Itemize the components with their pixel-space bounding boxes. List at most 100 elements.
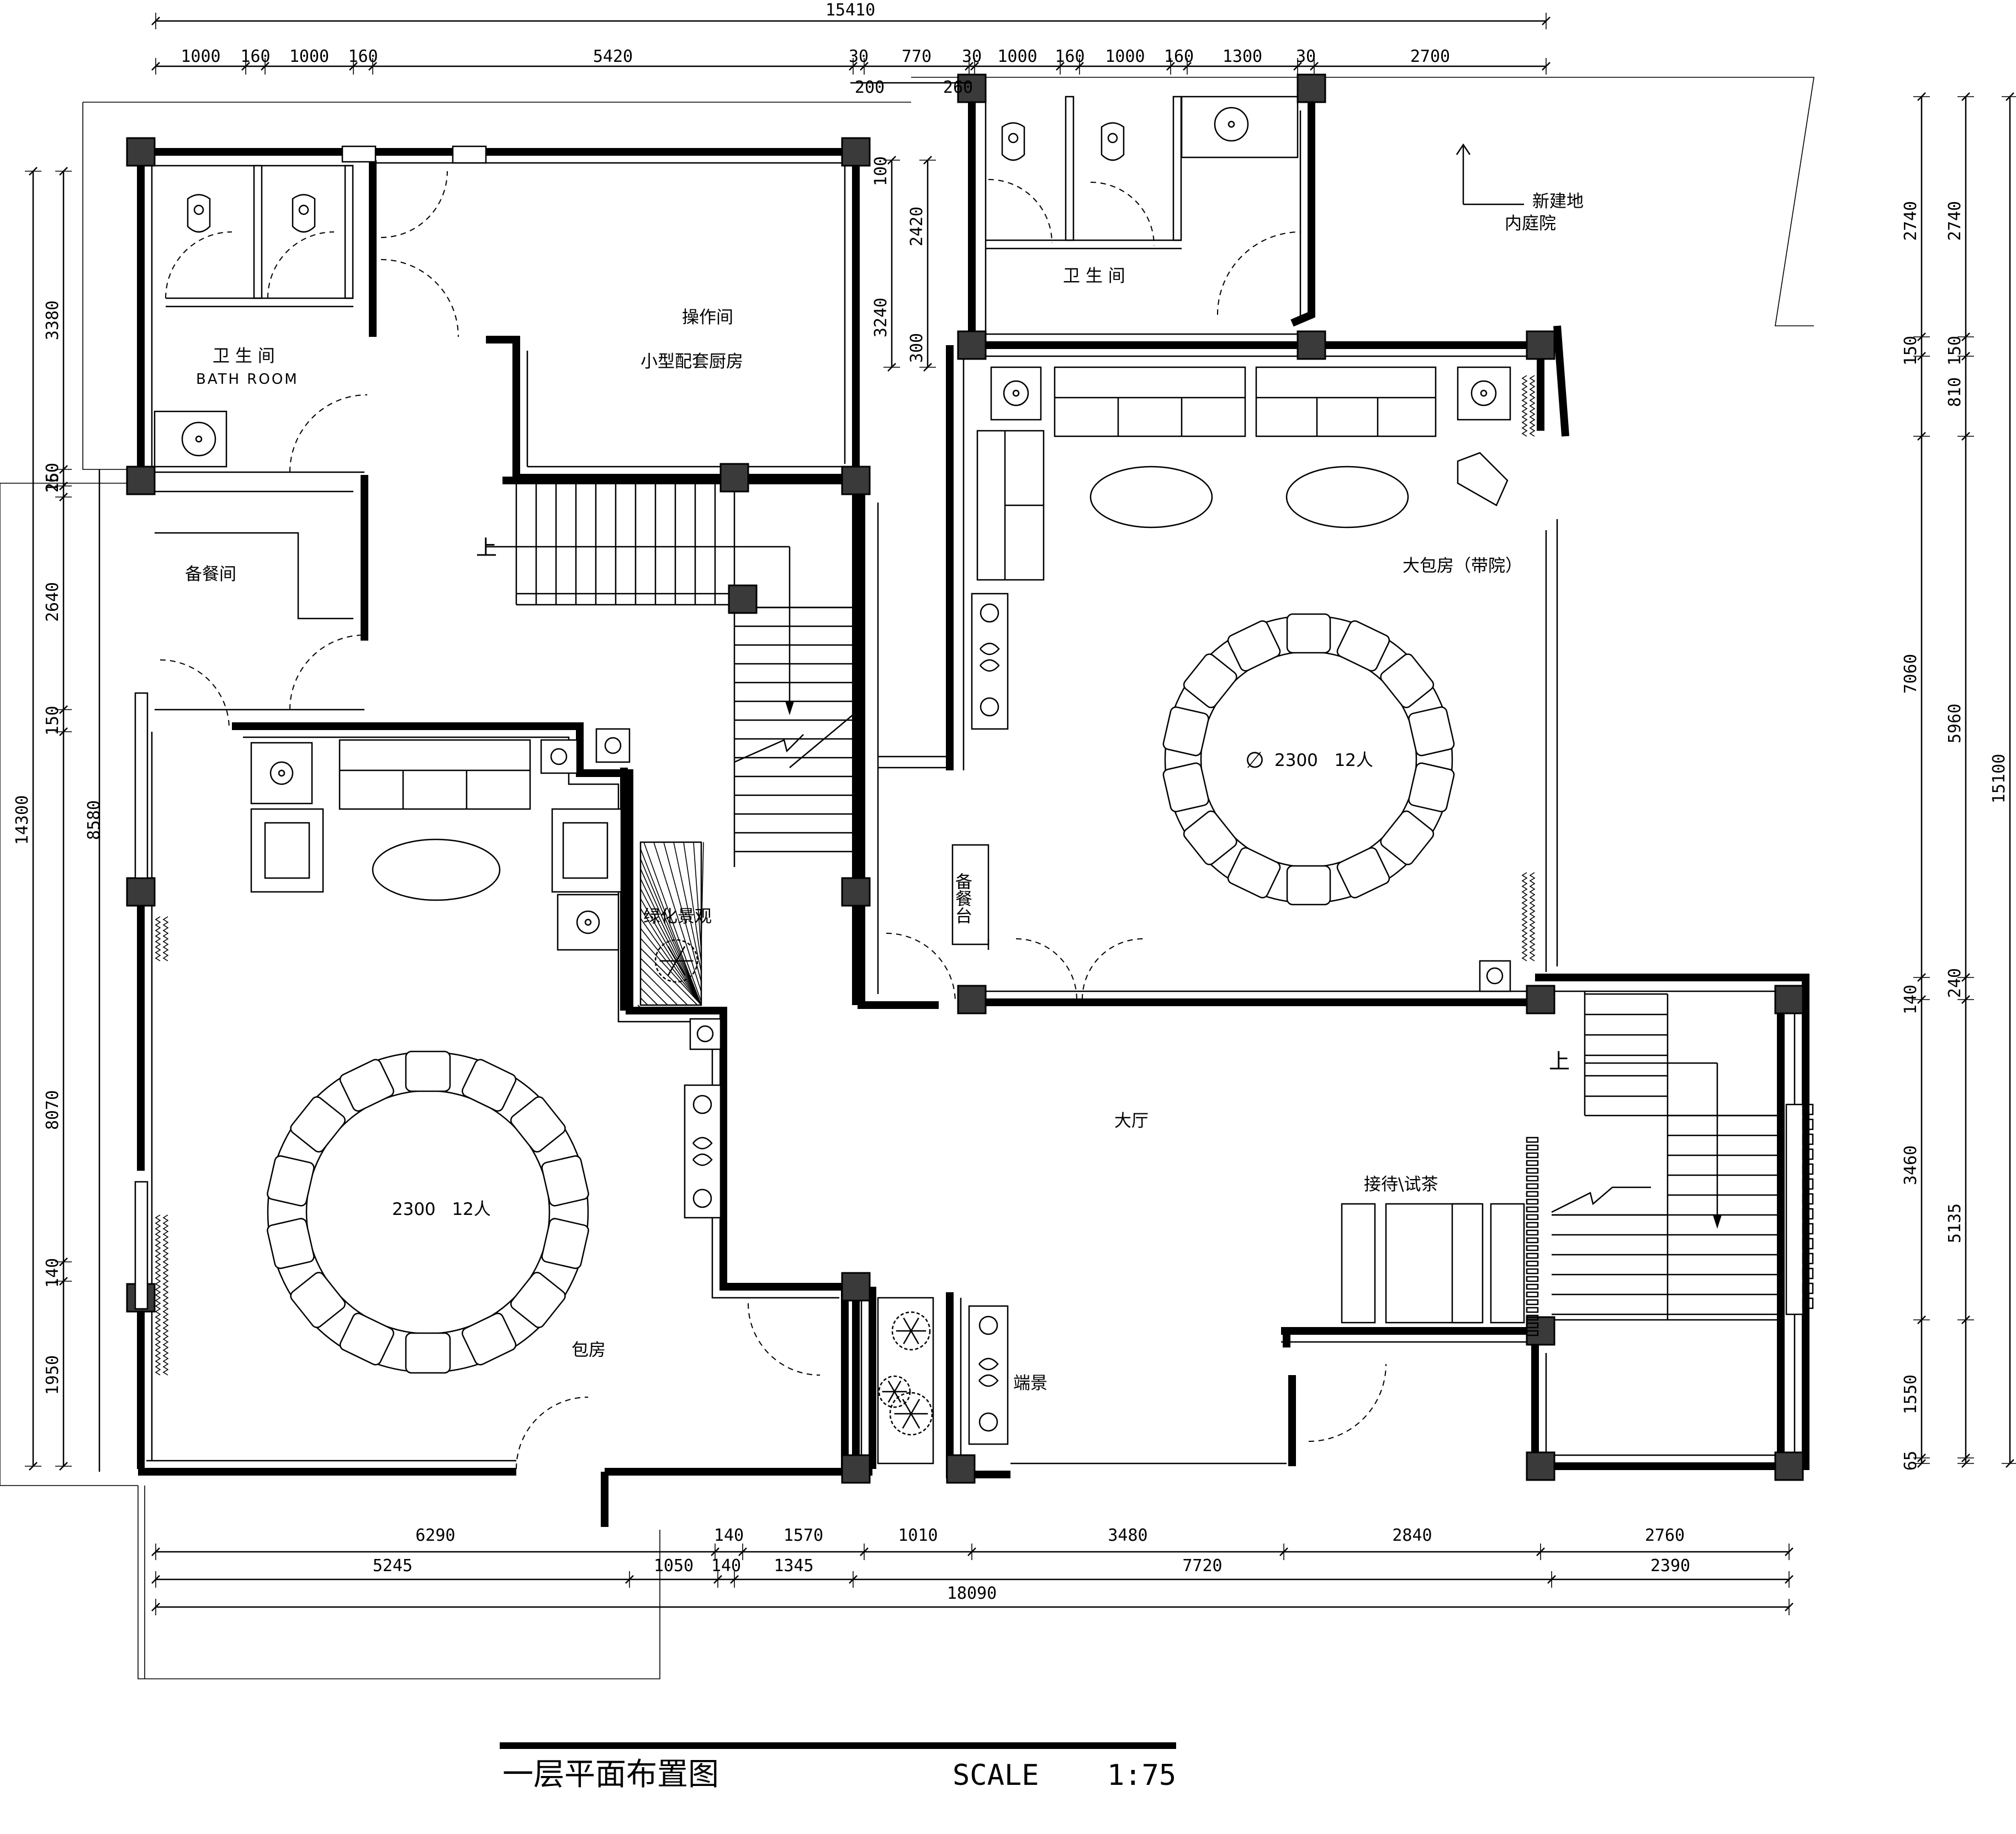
column [946,1454,976,1484]
dim-left: 160 [43,463,62,493]
dim-top: 1000 [997,47,1037,66]
dim-left: 140 [43,1258,62,1288]
dim-top: 1000 [289,47,329,66]
dim-right-a: 7060 [1901,654,1920,694]
label-bath-right: 卫 生 间 [1063,266,1125,286]
label-kitchen-1: 操作间 [682,308,733,327]
stair-left [486,480,856,867]
chair [462,1313,517,1366]
label-pantry: 备餐间 [185,564,236,584]
label-reception: 接待\试茶 [1364,1175,1438,1195]
column [1297,73,1326,103]
right-toilet-partitions [986,96,1299,250]
scale-value: 1:75 [1107,1759,1176,1792]
dim-right-b: 240 [1945,968,1965,998]
site-boundary [0,77,1814,1679]
column [1297,330,1326,360]
dimension-lines [25,13,2016,1615]
dim-kitchen: 3240 [871,298,891,337]
dim-kitchen: 2420 [907,207,927,246]
dim-right-b: 5960 [1945,704,1965,743]
dim-bottom-1: 1010 [898,1526,938,1545]
dim-top-sub: 260 [943,78,973,97]
drawing-title: 一层平面布置图 [502,1757,719,1793]
dim-top: 160 [240,47,270,66]
chair [267,1218,315,1270]
dim-right-a: 1550 [1901,1375,1920,1414]
column [126,877,156,907]
label-up-right: 上 [1549,1049,1570,1074]
dim-bottom-1: 2760 [1645,1526,1685,1545]
dim-top-total: 15410 [826,1,875,20]
chair [1162,762,1209,812]
chair [290,1272,346,1328]
chair [1408,762,1455,812]
dim-top-sub: 200 [855,78,885,97]
dim-top: 160 [348,47,378,66]
dim-kitchen: 100 [871,156,891,186]
dim-left: 1950 [43,1355,62,1395]
dim-bottom-1: 6290 [415,1526,455,1545]
dim-right-a: 65 [1901,1451,1920,1471]
dim-right-b: 5135 [1945,1203,1965,1243]
chair [1183,810,1237,865]
chair [339,1313,394,1366]
dim-left: 2640 [43,582,62,622]
dim-bottom-2: 7720 [1182,1556,1222,1576]
dim-right-a: 140 [1901,985,1920,1014]
end-view-cabinet [877,1297,1009,1465]
chair [462,1059,517,1112]
north-arrow [1456,143,1524,205]
chair [1183,653,1237,709]
column [719,463,749,493]
label-kitchen-2: 小型配套厨房 [641,352,743,372]
door-swings [160,171,1387,1470]
label-green: 绿化景观 [643,907,712,927]
label-end-view: 端景 [1013,1373,1047,1393]
column [1774,985,1804,1014]
column [841,1272,871,1302]
column [728,584,758,614]
dim-bottom-1: 1570 [784,1526,823,1545]
column [1526,985,1555,1014]
dim-bottom-2: 1050 [654,1556,694,1576]
label-courtyard-2: 内庭院 [1505,214,1556,234]
dim-left-mid: 8580 [84,800,104,840]
chair [1286,613,1331,654]
column [841,1454,871,1484]
chair [1162,706,1209,757]
private-room-furniture [155,728,722,1376]
dim-top: 160 [1055,47,1084,66]
label-service-1: 备餐台 [952,873,972,924]
chair [290,1096,346,1153]
dim-bottom-1: 3480 [1108,1526,1147,1545]
label-bath-left: 卫 生 间 [213,346,275,366]
dim-bottom-2: 140 [711,1556,741,1576]
chair [339,1059,394,1112]
dim-top: 1000 [181,47,220,66]
label-private-room: 包房 [572,1340,606,1360]
label-big-room: 大包房（带院） [1403,556,1522,576]
big-room-furniture [951,366,1536,992]
chair [510,1096,566,1153]
dim-bottom-1: 2840 [1392,1526,1432,1545]
chair [1286,865,1331,906]
label-hall: 大厅 [1114,1111,1149,1131]
dim-top: 1000 [1105,47,1145,66]
chair [405,1050,451,1092]
label-table-private: 2300 12人 [392,1199,491,1219]
dim-kitchen: 300 [907,333,927,363]
dim-top: 30 [962,47,982,66]
room-labels: 卫 生 间 BATH ROOM 操作间 小型配套厨房 备餐间 卫 生 间 新建地… [185,192,1584,1393]
dim-top: 30 [849,47,869,66]
dim-left: 3380 [43,300,62,340]
dim-right-a: 150 [1901,336,1920,366]
dim-right-a: 3460 [1901,1145,1920,1185]
stair-right [1551,991,1814,1321]
dim-left-total: 14300 [13,795,32,845]
dim-right-total: 15100 [1989,754,2009,804]
column [957,985,987,1014]
label-up-left: 上 [476,536,497,560]
